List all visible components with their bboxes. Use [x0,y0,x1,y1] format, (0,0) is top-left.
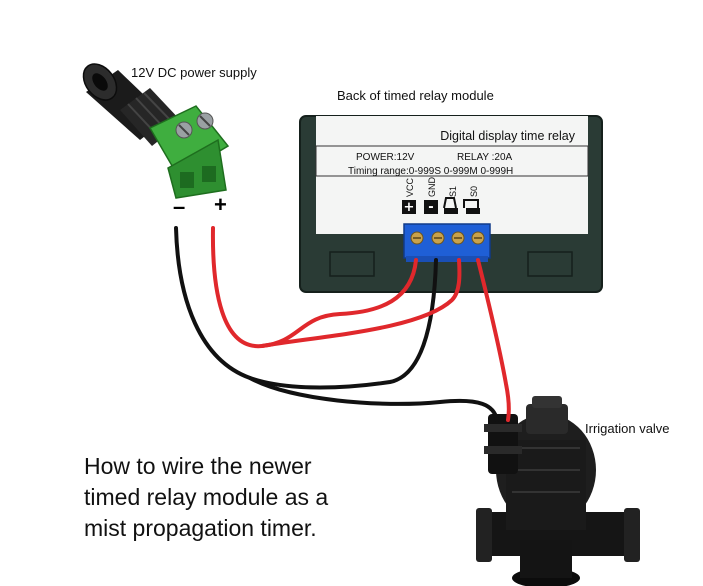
svg-text:+: + [404,200,415,215]
terminal-label-s0: S0 [469,186,479,197]
module-relay-rating: RELAY :20A [457,152,513,163]
terminal-block [403,223,491,262]
irrigation-valve [476,396,640,586]
terminal-label-vcc: VCC [405,177,415,197]
irrigation-valve-label: Irrigation valve [585,421,670,436]
diagram-caption: How to wire the newer timed relay module… [84,451,384,544]
wire-positive-to-s1 [260,258,462,348]
module-back-label: Back of timed relay module [337,88,494,103]
module-title: Digital display time relay [440,129,576,143]
module-timing-range: Timing range:0-999S 0-999M 0-999H [348,166,513,177]
caption-line-3: mist propagation timer. [84,515,317,541]
dc-power-jack [82,63,230,199]
wire-s0-to-valve [476,258,511,422]
caption-line-1: How to wire the newer [84,453,312,479]
wire-negative-to-valve [248,376,499,422]
relay-module: Digital display time relay POWER:12V REL… [299,115,603,293]
module-power-rating: POWER:12V [356,152,415,163]
caption-line-2: timed relay module as a [84,484,329,510]
wires [174,226,511,422]
terminal-label-gnd: GND [427,177,437,198]
terminal-label-s1: S1 [448,186,458,197]
jack-minus-sign: – [173,194,186,219]
terminal-icons: + - [402,197,480,215]
jack-plus-sign: + [214,192,227,217]
power-supply-label: 12V DC power supply [131,65,257,80]
wire-negative-to-gnd [174,226,438,390]
svg-text:-: - [428,200,433,215]
wire-positive-to-vcc [210,226,418,349]
